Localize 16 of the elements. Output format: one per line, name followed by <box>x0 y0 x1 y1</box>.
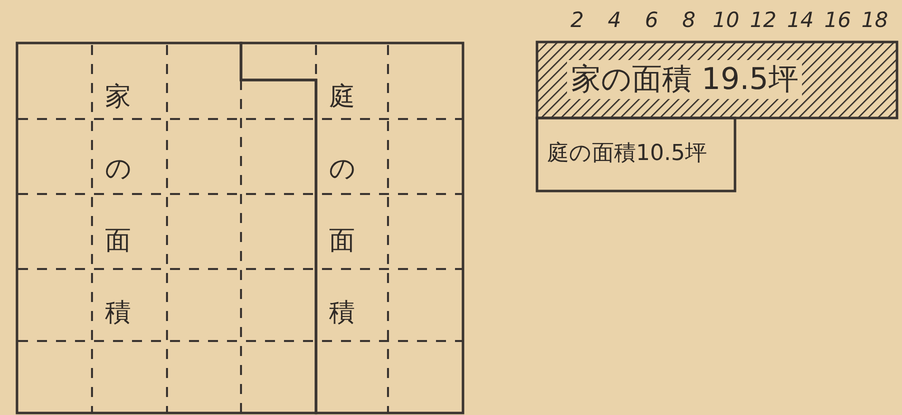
scale-tick-label: 4 <box>608 8 622 32</box>
garden-area-bar <box>537 118 735 191</box>
scale-tick-label: 2 <box>570 8 584 32</box>
region-label: 庭の面積 <box>329 81 355 330</box>
garden-area-region <box>241 43 463 413</box>
house-area-bar <box>537 42 897 118</box>
scale-tick-label: 16 <box>824 8 851 32</box>
scale-tick-label: 10 <box>712 8 740 32</box>
region-label: 家の面積 <box>105 81 131 330</box>
bar-label: 家の面積 19.5坪 <box>567 60 802 99</box>
scale-tick-label: 14 <box>787 8 814 32</box>
scale-tick-label: 8 <box>682 8 696 32</box>
scale-tick-label: 6 <box>644 8 658 32</box>
house-area-region <box>17 43 316 413</box>
scale-tick-label: 18 <box>861 8 888 32</box>
scale-tick-label: 12 <box>750 8 777 32</box>
